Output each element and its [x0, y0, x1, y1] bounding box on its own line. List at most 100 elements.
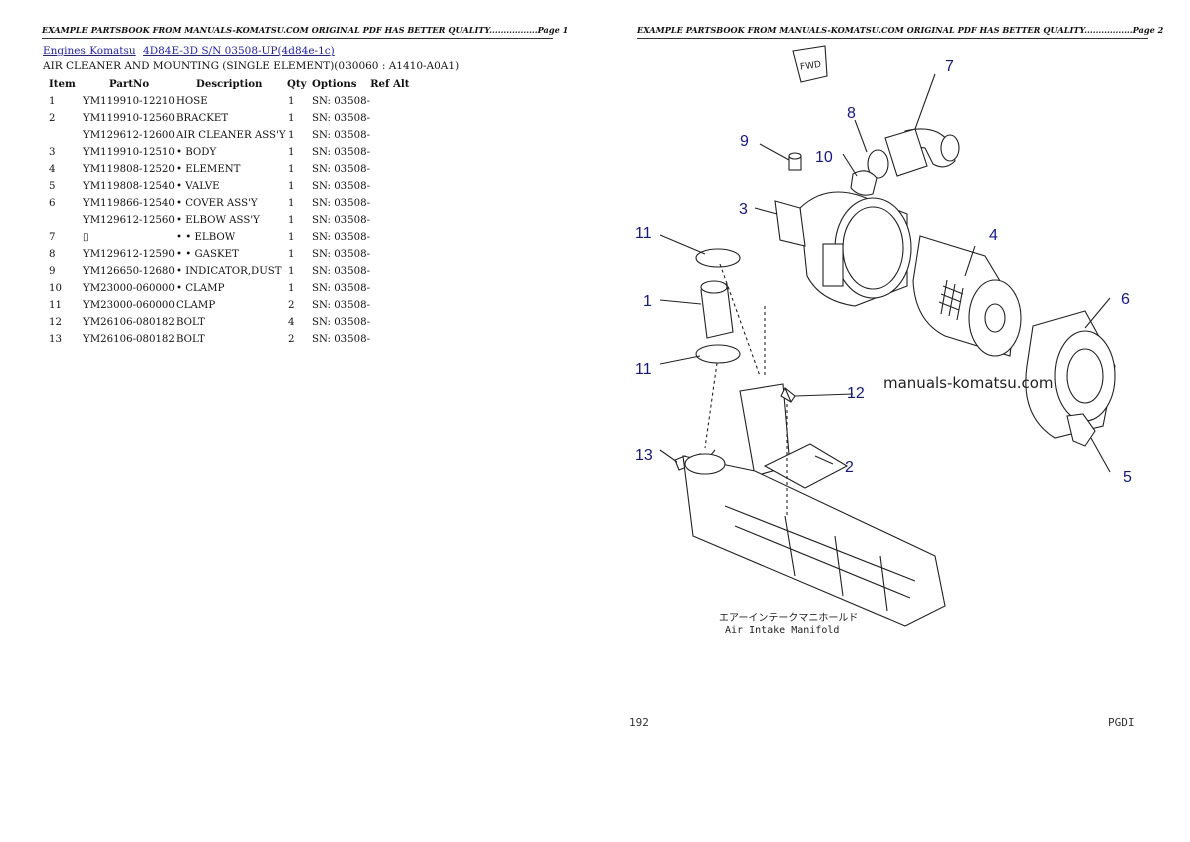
caption-japanese: エアーインテークマニホールド [719, 612, 858, 624]
column-header-partno: PartNo [109, 78, 150, 90]
callout-label: 13 [635, 447, 653, 464]
cell-ref-alt [370, 144, 420, 161]
cell-description: HOSE [176, 96, 208, 107]
cell-partno: YM119808-12520 [83, 164, 175, 175]
cell-item: 6 [49, 198, 56, 209]
clamp-part [695, 344, 741, 364]
cell-qty: 1 [288, 181, 295, 192]
cell-qty: 1 [288, 130, 295, 141]
cell-description: AIR CLEANER ASS'Y [176, 130, 286, 141]
cell-description: BOLT [176, 334, 205, 345]
cell-qty: 2 [288, 334, 295, 345]
breadcrumb-link-engines[interactable]: Engines Komatsu [43, 45, 136, 57]
cell-ref-alt [370, 127, 420, 144]
cell-description: • COVER ASS'Y [176, 198, 258, 209]
cell-qty: 1 [288, 283, 295, 294]
column-header-qty: Qty [287, 78, 307, 90]
cell-partno: YM26106-080182 [83, 317, 175, 328]
cell-partno: YM119808-12540 [83, 181, 175, 192]
cell-description: • BODY [176, 147, 217, 158]
cell-item: 8 [49, 249, 56, 260]
cell-description: BRACKET [176, 113, 229, 124]
cell-options: SN: 03508- [312, 96, 371, 107]
right-page: EXAMPLE PARTSBOOK FROM MANUALS-KOMATSU.C… [595, 0, 1190, 842]
cell-ref-alt [370, 212, 420, 229]
callout-label: 11 [635, 361, 652, 378]
cell-options: SN: 03508- [312, 181, 371, 192]
cell-description: • VALVE [176, 181, 220, 192]
section-title: AIR CLEANER AND MOUNTING (SINGLE ELEMENT… [43, 60, 460, 72]
air-intake-manifold-part [682, 453, 946, 627]
cell-ref-alt [370, 110, 420, 127]
page-header: EXAMPLE PARTSBOOK FROM MANUALS-KOMATSU.C… [42, 24, 568, 39]
cell-item: 12 [49, 317, 62, 328]
callout-label: 3 [739, 201, 748, 218]
valve-part [1066, 413, 1096, 447]
clamp-part [850, 170, 878, 196]
parts-table: Item PartNo Description Qty Options Ref … [43, 76, 420, 348]
cell-options: SN: 03508- [312, 215, 371, 226]
fwd-arrow-icon [792, 45, 828, 83]
cell-options: SN: 03508- [312, 164, 371, 175]
cell-partno: YM26106-080182 [83, 334, 175, 345]
cell-description: • CLAMP [176, 283, 225, 294]
cell-options: SN: 03508- [312, 147, 371, 158]
table-row: 5 YM119808-12540• VALVE 1 SN: 03508- [43, 178, 420, 195]
breadcrumb-link-model[interactable]: 4D84E-3D S/N 03508-UP(4d84e-1c) [143, 45, 335, 57]
dust-indicator-part [788, 152, 802, 171]
callout-label: 10 [815, 149, 833, 166]
cell-options: SN: 03508- [312, 130, 371, 141]
cell-ref-alt [370, 195, 420, 212]
cell-item: 7 [49, 232, 56, 243]
callout-label: 2 [845, 459, 854, 476]
cell-qty: 1 [288, 147, 295, 158]
exploded-parts-diagram: FWD 7 8 9 10 3 4 11 1 11 6 12 13 2 5 man… [615, 36, 1155, 646]
cell-options: SN: 03508- [312, 198, 371, 209]
cell-description: • • ELBOW [176, 232, 236, 243]
cell-ref-alt [370, 280, 420, 297]
cell-description: • • GASKET [176, 249, 239, 260]
cell-item: 1 [49, 96, 56, 107]
cell-item: 5 [49, 181, 56, 192]
callout-label: 6 [1121, 291, 1130, 308]
callout-label: 12 [847, 385, 865, 402]
cell-options: SN: 03508- [312, 300, 371, 311]
cell-ref-alt [370, 297, 420, 314]
cell-options: SN: 03508- [312, 249, 371, 260]
cell-item [43, 127, 83, 144]
callout-label: 11 [635, 225, 652, 242]
cell-partno: YM119910-12210 [83, 96, 175, 107]
column-header-options: Options [312, 78, 357, 90]
cell-partno: YM119866-12540 [83, 198, 175, 209]
callout-labels: 7 8 9 10 3 4 11 1 11 6 12 13 2 5 [635, 58, 1132, 486]
cell-qty: 1 [288, 113, 295, 124]
cell-description: • ELBOW ASS'Y [176, 215, 260, 226]
cell-partno: YM23000-060000 [83, 300, 175, 311]
cover-part [1025, 310, 1116, 439]
leader-lines [659, 73, 1111, 516]
cell-partno: YM129612-12560 [83, 215, 175, 226]
table-header-row: Item PartNo Description Qty Options Ref … [43, 76, 420, 93]
cell-description: BOLT [176, 317, 205, 328]
cell-qty: 1 [288, 266, 295, 277]
gasket-part [867, 149, 889, 179]
cell-options: SN: 03508- [312, 317, 371, 328]
cell-item: 10 [49, 283, 62, 294]
page-header: EXAMPLE PARTSBOOK FROM MANUALS-KOMATSU.C… [637, 24, 1163, 39]
cell-item: 2 [49, 113, 56, 124]
cell-qty: 1 [288, 215, 295, 226]
cell-options: SN: 03508- [312, 232, 371, 243]
cell-description: • INDICATOR,DUST [176, 266, 282, 277]
cell-ref-alt [370, 161, 420, 178]
cell-ref-alt [370, 246, 420, 263]
cell-options: SN: 03508- [312, 113, 371, 124]
bolt-part [780, 387, 796, 403]
cell-partno: YM119910-12560 [83, 113, 175, 124]
